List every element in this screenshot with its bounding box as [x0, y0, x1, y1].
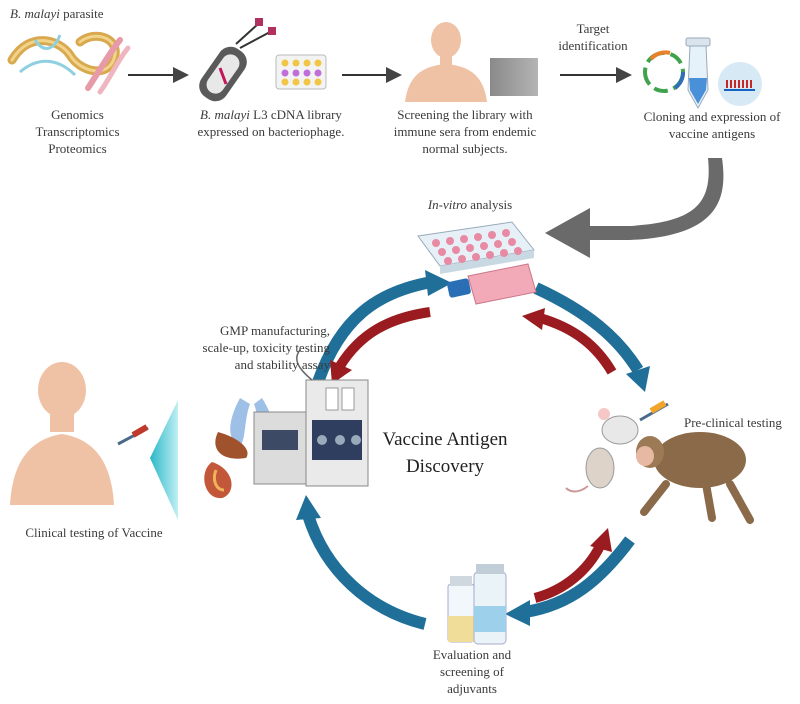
parasite-label: B. malayi parasite — [10, 6, 104, 21]
well-plate-icon — [417, 221, 535, 274]
sera-sample-icon — [490, 58, 538, 96]
test-tube-icon — [685, 37, 762, 110]
mice-icon — [565, 400, 669, 493]
cloning-label: Cloning and expression of vaccine antige… — [643, 109, 781, 141]
big-curved-arrow — [545, 158, 724, 258]
injection-beam — [150, 400, 178, 520]
cycle-arrows — [296, 270, 650, 630]
preclinical-label: Pre-clinical testing — [684, 415, 782, 430]
patient-icon — [10, 362, 149, 505]
invitro-label: In-vitro analysis — [427, 197, 513, 212]
library-plate-icon — [275, 54, 327, 90]
gmp-label: GMP manufacturing, scale-up, toxicity te… — [202, 323, 330, 372]
target-identification-label: Target identification — [558, 21, 628, 53]
bioreactor-equipment-icon — [253, 349, 369, 487]
culture-flask-icon — [447, 263, 537, 305]
library-label: B. malayi L3 cDNA library expressed on b… — [197, 107, 345, 139]
plasmid-icon — [643, 50, 685, 93]
endemic-subject-icon — [405, 22, 487, 102]
clinical-label: Clinical testing of Vaccine — [25, 525, 163, 540]
omics-label: Genomics Transcriptomics Proteomics — [35, 107, 120, 156]
adjuvant-label: Evaluation and screening of adjuvants — [432, 647, 512, 696]
bacteriophage-icon — [199, 18, 276, 102]
monkey-icon — [636, 432, 754, 524]
screening-label: Screening the library with immune sera f… — [393, 107, 537, 156]
parasite-worm-icon — [7, 31, 131, 95]
adjuvant-vials-icon — [447, 564, 507, 645]
center-title: Vaccine Antigen Discovery — [382, 429, 508, 477]
